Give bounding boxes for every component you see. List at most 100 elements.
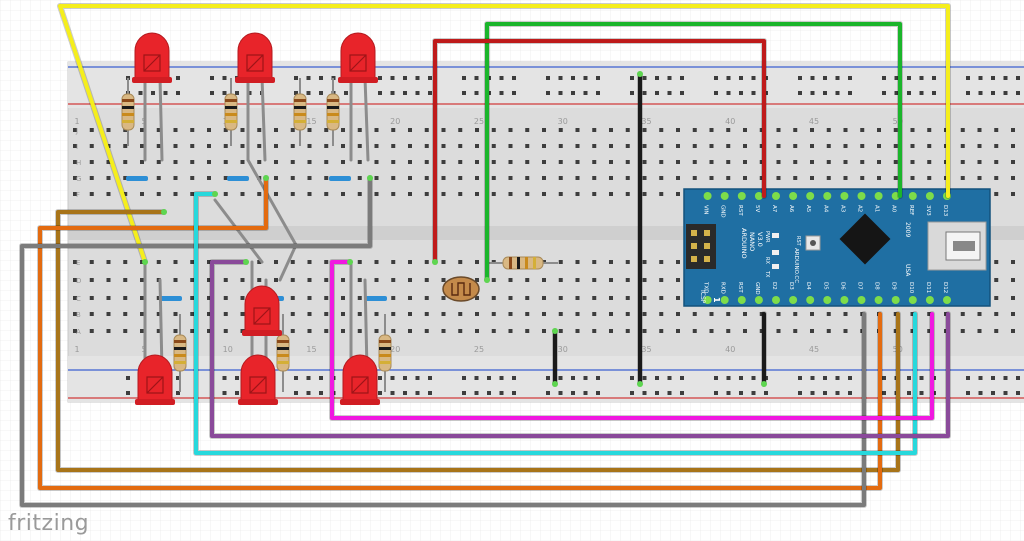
breadboard-hole xyxy=(156,329,161,333)
breadboard-hole xyxy=(424,160,429,164)
breadboard-hole xyxy=(893,312,898,316)
resistor-band xyxy=(225,106,237,109)
breadboard-hole xyxy=(575,278,580,282)
breadboard-hole xyxy=(257,278,262,282)
rail-hole xyxy=(546,391,550,395)
rail-hole xyxy=(991,76,995,80)
breadboard-hole xyxy=(575,160,580,164)
breadboard-hole xyxy=(424,278,429,282)
breadboard-hole xyxy=(810,176,814,180)
rail-hole xyxy=(499,76,504,80)
breadboard-hole xyxy=(173,329,178,333)
rail-hole xyxy=(1016,91,1020,95)
breadboard-hole xyxy=(525,192,530,196)
breadboard-hole xyxy=(106,278,111,282)
rail-hole xyxy=(978,376,983,380)
breadboard-hole xyxy=(508,128,513,132)
arduino-pin-label: A2 xyxy=(857,205,863,212)
red-wire xyxy=(433,39,766,264)
resistor-band xyxy=(294,120,306,123)
led-body xyxy=(237,32,273,80)
arduino-pin-label: VIN xyxy=(703,205,709,215)
resistor-band xyxy=(327,99,339,102)
breadboard-hole xyxy=(274,160,278,164)
rail-hole xyxy=(882,376,886,380)
wire-end-dot xyxy=(142,259,148,265)
breadboard-hole xyxy=(726,144,731,148)
row-letter: I xyxy=(76,143,78,151)
rail-hole xyxy=(558,391,563,395)
breadboard-hole xyxy=(659,128,664,132)
arduino-pin-label: D12 xyxy=(942,282,948,293)
arduino-pin-label: GND xyxy=(754,282,760,295)
arduino-pin xyxy=(925,192,934,200)
breadboard-hole xyxy=(341,128,345,132)
resistor-band xyxy=(174,347,186,350)
breadboard-hole xyxy=(1011,160,1015,164)
breadboard-hole xyxy=(73,296,77,300)
breadboard-hole xyxy=(960,176,965,180)
breadboard-hole xyxy=(89,176,94,180)
breadboard-hole xyxy=(877,176,881,180)
arduino-name: ARDUINO xyxy=(740,228,748,259)
resistor-band xyxy=(122,113,134,116)
yellow-wire xyxy=(58,4,950,264)
breadboard-hole xyxy=(659,278,664,282)
rail-hole xyxy=(546,376,550,380)
rail-hole xyxy=(907,91,911,95)
breadboard-hole xyxy=(106,176,111,180)
rail-hole xyxy=(739,76,743,80)
breadboard-hole xyxy=(207,312,211,316)
breadboard-hole xyxy=(927,128,932,132)
rail-hole xyxy=(428,76,432,80)
rail-hole xyxy=(630,391,634,395)
breadboard-hole xyxy=(542,160,546,164)
rail-hole xyxy=(499,91,504,95)
breadboard-hole xyxy=(223,312,228,316)
cyan-wire xyxy=(194,192,917,455)
photoresistor xyxy=(442,276,480,302)
breadboard-hole xyxy=(357,160,362,164)
breadboard-hole xyxy=(960,329,965,333)
short-jumper xyxy=(160,296,182,301)
rail-hole xyxy=(848,76,852,80)
rail-hole xyxy=(294,91,298,95)
breadboard-hole xyxy=(274,176,278,180)
breadboard-hole xyxy=(1011,329,1015,333)
breadboard-hole xyxy=(910,329,915,333)
breadboard-hole xyxy=(826,329,831,333)
breadboard-hole xyxy=(89,296,94,300)
breadboard-hole xyxy=(307,144,312,148)
rail-hole xyxy=(403,391,407,395)
breadboard-hole xyxy=(676,144,680,148)
breadboard-hole xyxy=(843,128,848,132)
breadboard-hole xyxy=(910,160,915,164)
rail-hole xyxy=(571,76,575,80)
resistor-band xyxy=(379,347,391,350)
breadboard-hole xyxy=(408,128,412,132)
breadboard-hole xyxy=(893,144,898,148)
breadboard-hole xyxy=(173,260,178,264)
arduino-pin xyxy=(874,192,883,200)
breadboard-hole xyxy=(190,192,195,196)
breadboard-hole xyxy=(676,296,680,300)
breadboard-hole xyxy=(592,128,597,132)
arduino-pin xyxy=(754,192,763,200)
breadboard-hole xyxy=(575,312,580,316)
breadboard-hole xyxy=(106,296,111,300)
rail-hole xyxy=(403,76,407,80)
arduino-pin xyxy=(720,296,729,304)
breadboard-hole xyxy=(491,312,496,316)
breadboard-hole xyxy=(207,128,211,132)
rail-hole xyxy=(499,391,504,395)
breadboard-hole xyxy=(877,160,881,164)
breadboard-hole xyxy=(910,176,915,180)
led-die xyxy=(143,54,161,72)
breadboard-hole xyxy=(441,176,446,180)
breadboard-hole xyxy=(625,296,630,300)
breadboard-hole xyxy=(776,128,781,132)
breadboard-hole xyxy=(290,296,295,300)
rail-hole xyxy=(739,391,743,395)
breadboard-hole xyxy=(223,296,228,300)
breadboard-hole xyxy=(977,144,982,148)
